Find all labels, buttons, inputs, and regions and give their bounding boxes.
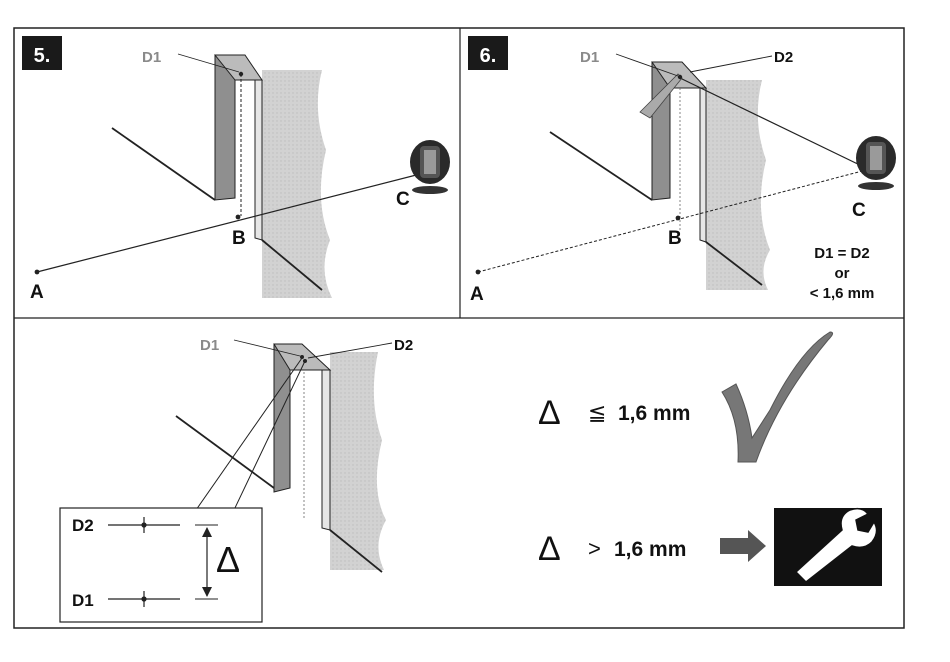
ok-symbol: ≦ [588, 400, 606, 425]
laser-level-icon [856, 136, 896, 190]
laser-beam-floor [478, 170, 866, 272]
condition-line-1: D1 = D2 [814, 245, 869, 262]
ok-delta: Δ [538, 394, 561, 432]
laser-level-icon [410, 140, 450, 194]
label-d2: D2 [774, 49, 793, 66]
wall [262, 70, 332, 298]
point-a [476, 270, 481, 275]
label-a: A [30, 282, 44, 303]
step-number: 6. [480, 45, 497, 67]
label-c: C [852, 200, 866, 221]
fail-value: 1,6 mm [614, 538, 686, 561]
label-d1: D1 [580, 49, 599, 66]
door-frame-right [700, 88, 706, 242]
step-number: 5. [34, 45, 51, 67]
panel-bottom: D1 D2 D2 D1 Δ Δ ≦ 1,6 mm Δ > 1,6 mm [60, 332, 882, 622]
d2-leader [690, 56, 772, 72]
condition-line-2: or [835, 265, 850, 282]
label-d1: D1 [200, 337, 219, 354]
label-d2: D2 [394, 337, 413, 354]
inset-label-d1: D1 [72, 591, 94, 610]
label-c: C [396, 189, 410, 210]
zoom-line-right [234, 361, 305, 510]
point-a [35, 270, 40, 275]
wall [706, 80, 770, 290]
point-b [676, 216, 681, 221]
inset-label-d2: D2 [72, 516, 94, 535]
inset-delta: Δ [216, 539, 240, 580]
floor-edge [112, 128, 215, 200]
wrench-icon [774, 508, 882, 586]
arrow-right-icon [720, 530, 766, 562]
checkmark-icon [722, 332, 833, 462]
ok-value: 1,6 mm [618, 402, 690, 425]
label-b: B [232, 228, 246, 249]
point-d1-d2 [678, 75, 682, 79]
fail-delta: Δ [538, 530, 561, 568]
panel-6: 6. D1 D2 A B C D1 = D2 or < 1,6 mm [468, 36, 896, 305]
door-frame-right [322, 370, 330, 530]
floor-edge [176, 416, 274, 488]
panel-5: 5. D1 A B C [22, 36, 450, 303]
label-a: A [470, 284, 484, 305]
label-d1: D1 [142, 49, 161, 66]
fail-symbol: > [588, 536, 601, 561]
floor-edge [550, 132, 652, 200]
point-b [236, 215, 241, 220]
condition-line-3: < 1,6 mm [810, 285, 875, 302]
point-d1 [239, 72, 243, 76]
label-b: B [668, 228, 682, 249]
